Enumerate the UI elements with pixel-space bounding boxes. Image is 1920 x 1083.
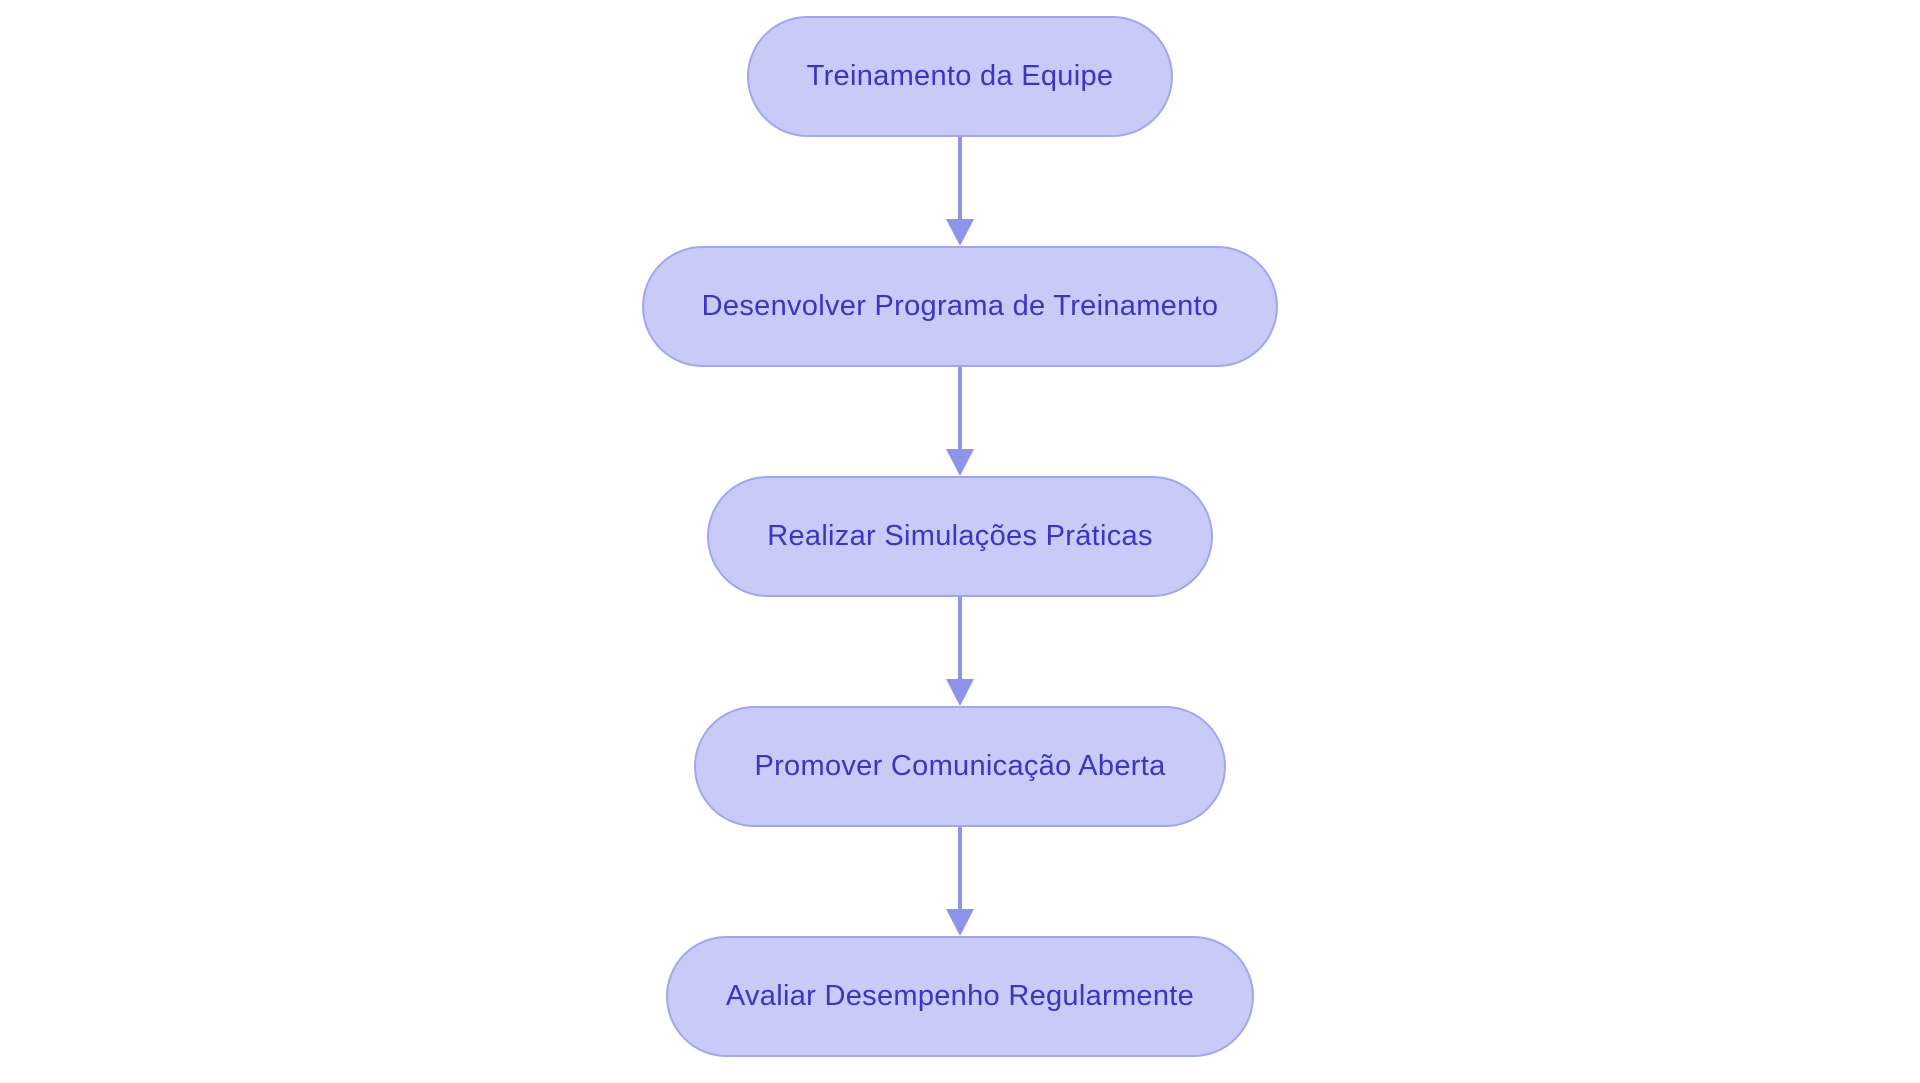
flow-node-label: Treinamento da Equipe: [806, 60, 1114, 92]
flow-node-avaliar-desempenho: Avaliar Desempenho Regularmente: [665, 936, 1255, 1057]
arrow-line: [958, 827, 962, 909]
connector-arrow: [946, 827, 974, 936]
flow-node-label: Desenvolver Programa de Treinamento: [701, 290, 1219, 322]
connector-arrow: [946, 367, 974, 476]
flow-node-realizar-simulacoes: Realizar Simulações Práticas: [707, 476, 1213, 597]
arrow-down-icon: [946, 909, 974, 936]
arrow-down-icon: [946, 219, 974, 246]
flow-node-label: Realizar Simulações Práticas: [767, 520, 1153, 552]
connector-arrow: [946, 597, 974, 706]
flow-node-promover-comunicacao: Promover Comunicação Aberta: [694, 706, 1226, 827]
flow-node-label: Avaliar Desempenho Regularmente: [725, 980, 1195, 1012]
connector-arrow: [946, 137, 974, 246]
flowchart: Treinamento da Equipe Desenvolver Progra…: [0, 16, 1920, 1057]
arrow-line: [958, 597, 962, 679]
flow-node-treinamento-da-equipe: Treinamento da Equipe: [746, 16, 1174, 137]
flow-node-label: Promover Comunicação Aberta: [754, 750, 1166, 782]
arrow-down-icon: [946, 449, 974, 476]
arrow-line: [958, 367, 962, 449]
arrow-line: [958, 137, 962, 219]
arrow-down-icon: [946, 679, 974, 706]
flow-node-desenvolver-programa: Desenvolver Programa de Treinamento: [641, 246, 1279, 367]
